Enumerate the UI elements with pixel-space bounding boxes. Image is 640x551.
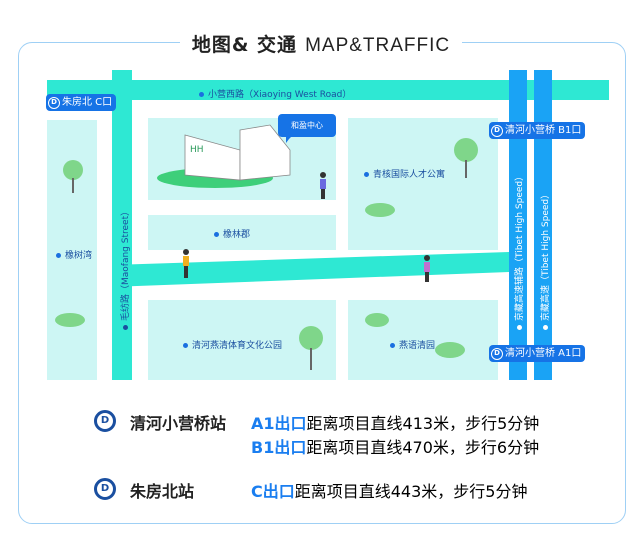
exit-info: B1出口距离项目直线470米，步行6分钟 xyxy=(251,438,540,457)
tree-icon xyxy=(63,160,83,193)
station-name: 清河小营桥站 xyxy=(130,414,227,433)
exit-info: C出口距离项目直线443米，步行5分钟 xyxy=(251,482,528,501)
place-label: 青核国际人才公寓 xyxy=(364,167,445,180)
tree-icon xyxy=(435,342,465,358)
person-icon xyxy=(320,172,326,199)
subway-icon: D xyxy=(491,124,503,137)
subway-icon: D xyxy=(94,478,116,500)
road-middle xyxy=(112,252,509,287)
road-label-tibet: 京藏高速（Tibet High Speed） xyxy=(538,190,551,330)
block-qinghe-apartment xyxy=(348,118,498,250)
road-label-tibet-aux: 京藏高速辅路（Tibet High Speed） xyxy=(512,172,525,330)
road-label-xiaoying: 小营西路（Xiaoying West Road） xyxy=(199,87,351,100)
place-label: 燕语清园 xyxy=(390,338,435,351)
tree-icon xyxy=(365,203,395,217)
tree-icon xyxy=(454,138,478,178)
tree-icon xyxy=(299,326,323,370)
road-label-maofang: 毛纺路（Maofang Street） xyxy=(118,207,131,330)
svg-text:HH: HH xyxy=(190,145,204,155)
exit-info: A1出口距离项目直线413米，步行5分钟 xyxy=(251,414,540,433)
person-icon xyxy=(424,255,430,282)
station-name: 朱房北站 xyxy=(130,482,195,501)
building-illustration: HH xyxy=(157,124,291,188)
subway-icon: D xyxy=(94,410,116,432)
subway-icon: D xyxy=(491,347,503,360)
project-marker: 和盈中心 xyxy=(278,114,336,143)
person-icon xyxy=(183,249,189,278)
tree-icon xyxy=(365,313,389,327)
tree-icon xyxy=(55,313,85,327)
subway-icon: D xyxy=(48,96,60,109)
place-label: 清河燕清体育文化公园 xyxy=(183,338,282,351)
place-label: 橡林郡 xyxy=(214,227,250,240)
place-label: 橡树湾 xyxy=(56,248,92,261)
